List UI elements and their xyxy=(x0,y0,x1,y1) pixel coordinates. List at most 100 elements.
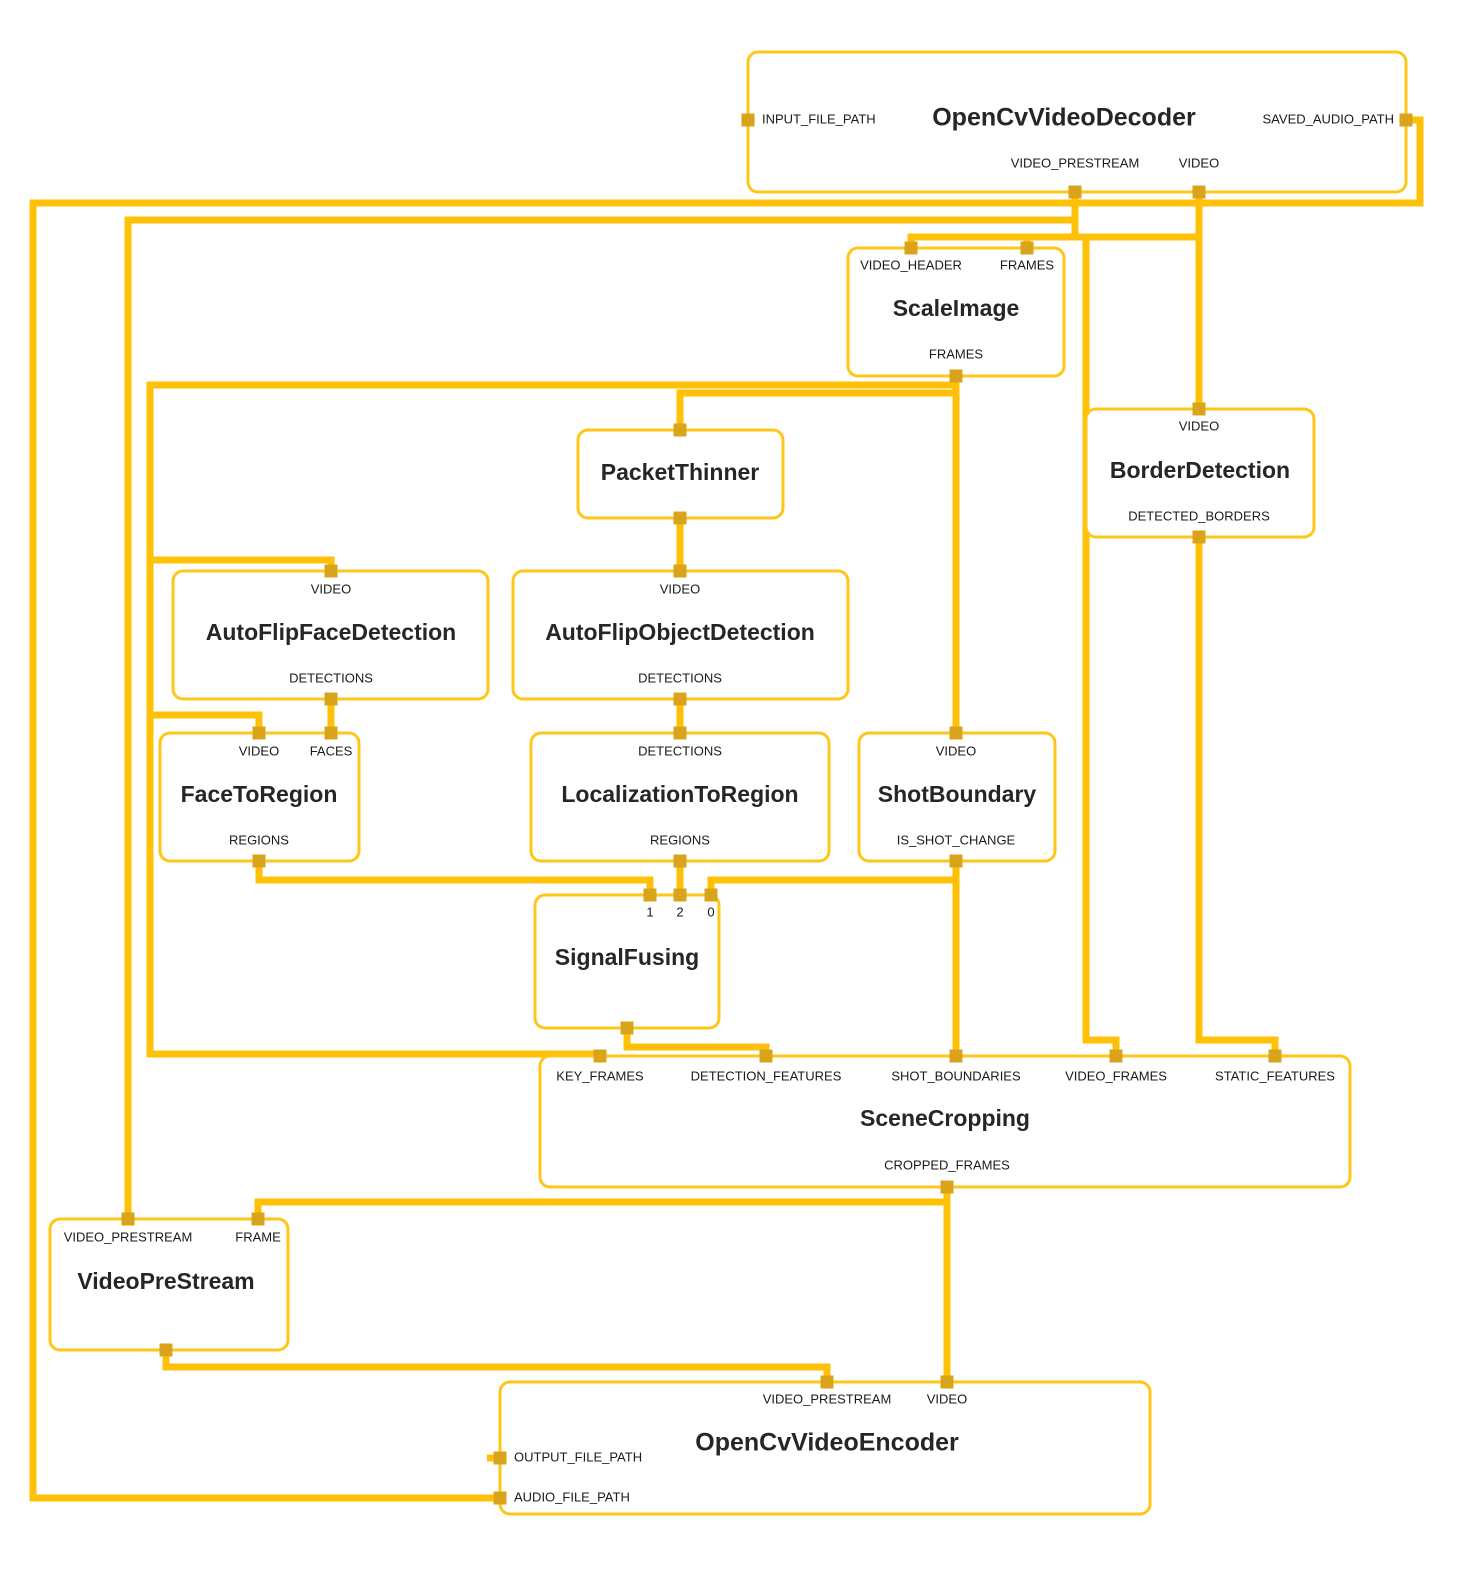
port-label-opencv-video-encoder-audio-file-path: AUDIO_FILE_PATH xyxy=(514,1489,630,1504)
port-face-to-region-faces[interactable] xyxy=(324,726,338,740)
node-title-scene-cropping: SceneCropping xyxy=(860,1105,1030,1131)
port-label-autoflip-face-detection-detections: DETECTIONS xyxy=(289,670,373,685)
port-label-scene-cropping-shot-boundaries: SHOT_BOUNDARIES xyxy=(891,1068,1021,1083)
port-label-scene-cropping-static-features: STATIC_FEATURES xyxy=(1215,1068,1335,1083)
port-label-scale-image-frames: FRAMES xyxy=(929,346,984,361)
port-scene-cropping-video-frames[interactable] xyxy=(1109,1049,1123,1063)
edge-borderdetection-to-staticfeatures[interactable] xyxy=(1195,537,1279,1056)
labels-layer: OpenCvVideoDecoder INPUT_FILE_PATH SAVED_A… xyxy=(64,104,1394,1505)
edge-facetoregion-to-signalfusing-1[interactable] xyxy=(255,861,654,895)
port-packet-thinner-output[interactable] xyxy=(673,511,687,525)
port-scene-cropping-cropped-frames[interactable] xyxy=(940,1180,954,1194)
port-label-scale-image-frames: FRAMES xyxy=(1000,257,1055,272)
edge-scaleimage-frames-to-facedet[interactable] xyxy=(150,556,335,571)
port-signal-fusing-0[interactable] xyxy=(704,888,718,902)
port-label-autoflip-object-detection-detections: DETECTIONS xyxy=(638,670,722,685)
edge-decoder-saved-audio-to-encoder-audio[interactable] xyxy=(29,116,1424,1502)
port-opencv-video-encoder-audio-file-path[interactable] xyxy=(493,1491,507,1505)
port-label-face-to-region-video: VIDEO xyxy=(239,743,279,758)
edge-videoprestream-to-encoder-prestream[interactable] xyxy=(162,1350,831,1382)
node-title-border-detection: BorderDetection xyxy=(1110,457,1290,483)
port-label-scene-cropping-key-frames: KEY_FRAMES xyxy=(556,1068,644,1083)
edge-decoder-video-to-videoframes[interactable] xyxy=(1082,233,1199,1056)
port-scale-image-video-header[interactable] xyxy=(904,241,918,255)
port-scene-cropping-static-features[interactable] xyxy=(1268,1049,1282,1063)
port-packet-thinner-input[interactable] xyxy=(673,423,687,437)
port-border-detection-detected-borders[interactable] xyxy=(1192,530,1206,544)
node-title-opencv-video-decoder: OpenCvVideoDecoder xyxy=(932,104,1196,132)
ports-layer xyxy=(121,113,1413,1505)
port-label-signal-fusing-1: 1 xyxy=(646,904,653,919)
node-title-signal-fusing: SignalFusing xyxy=(555,944,699,970)
port-label-border-detection-detected-borders: DETECTED_BORDERS xyxy=(1128,508,1270,523)
port-scale-image-frames[interactable] xyxy=(949,369,963,383)
nodes-layer xyxy=(48,50,1408,1516)
port-label-autoflip-face-detection-video: VIDEO xyxy=(311,581,351,596)
port-label-opencv-video-decoder-video: VIDEO xyxy=(1179,155,1219,170)
port-shot-boundary-is-shot-change[interactable] xyxy=(949,854,963,868)
port-opencv-video-decoder-video[interactable] xyxy=(1192,185,1206,199)
port-video-prestream-frame[interactable] xyxy=(251,1212,265,1226)
port-video-prestream-output[interactable] xyxy=(159,1343,173,1357)
port-localization-to-region-detections[interactable] xyxy=(673,726,687,740)
port-opencv-video-decoder-input-file-path[interactable] xyxy=(741,113,755,127)
port-label-signal-fusing-0: 0 xyxy=(707,904,714,919)
port-label-shot-boundary-is-shot-change: IS_SHOT_CHANGE xyxy=(897,832,1016,847)
port-label-opencv-video-decoder-saved-audio-path: SAVED_AUDIO_PATH xyxy=(1263,111,1394,126)
port-scene-cropping-shot-boundaries[interactable] xyxy=(949,1049,963,1063)
port-label-opencv-video-decoder-video-prestream: VIDEO_PRESTREAM xyxy=(1011,155,1140,170)
port-face-to-region-video[interactable] xyxy=(252,726,266,740)
port-face-to-region-regions[interactable] xyxy=(252,854,266,868)
port-autoflip-object-detection-video[interactable] xyxy=(673,564,687,578)
port-label-video-prestream-frame: FRAME xyxy=(235,1229,281,1244)
port-scene-cropping-detection-features[interactable] xyxy=(759,1049,773,1063)
port-opencv-video-decoder-video-prestream[interactable] xyxy=(1068,185,1082,199)
port-label-localization-to-region-detections: DETECTIONS xyxy=(638,743,722,758)
port-video-prestream-video-prestream[interactable] xyxy=(121,1212,135,1226)
port-label-opencv-video-encoder-video-prestream: VIDEO_PRESTREAM xyxy=(763,1391,892,1406)
port-label-opencv-video-decoder-input-file-path: INPUT_FILE_PATH xyxy=(762,111,876,126)
port-label-scene-cropping-detection-features: DETECTION_FEATURES xyxy=(691,1068,842,1083)
port-autoflip-face-detection-detections[interactable] xyxy=(324,692,338,706)
edge-decoder-prestream-to-scaleimage-header[interactable] xyxy=(907,200,1079,248)
port-autoflip-face-detection-video[interactable] xyxy=(324,564,338,578)
port-shot-boundary-video[interactable] xyxy=(949,726,963,740)
port-label-video-prestream-video-prestream: VIDEO_PRESTREAM xyxy=(64,1229,193,1244)
node-title-video-prestream: VideoPreStream xyxy=(77,1268,254,1294)
port-border-detection-video[interactable] xyxy=(1192,402,1206,416)
port-label-face-to-region-regions: REGIONS xyxy=(229,832,289,847)
edge-scaleimage-frames-to-keyframes[interactable] xyxy=(146,385,604,1058)
port-scale-image-frames[interactable] xyxy=(1020,241,1034,255)
port-opencv-video-encoder-output-file-path[interactable] xyxy=(493,1451,507,1465)
port-scene-cropping-key-frames[interactable] xyxy=(593,1049,607,1063)
port-label-shot-boundary-video: VIDEO xyxy=(936,743,976,758)
port-signal-fusing-output[interactable] xyxy=(620,1021,634,1035)
port-label-scene-cropping-video-frames: VIDEO_FRAMES xyxy=(1065,1068,1167,1083)
port-label-border-detection-video: VIDEO xyxy=(1179,418,1219,433)
port-opencv-video-decoder-saved-audio-path[interactable] xyxy=(1399,113,1413,127)
port-opencv-video-encoder-video[interactable] xyxy=(940,1375,954,1389)
port-autoflip-object-detection-detections[interactable] xyxy=(673,692,687,706)
port-label-signal-fusing-2: 2 xyxy=(676,904,683,919)
port-label-opencv-video-encoder-output-file-path: OUTPUT_FILE_PATH xyxy=(514,1449,642,1464)
node-title-packet-thinner: PacketThinner xyxy=(601,459,760,485)
port-localization-to-region-regions[interactable] xyxy=(673,854,687,868)
port-label-opencv-video-encoder-video: VIDEO xyxy=(927,1391,967,1406)
edges-layer xyxy=(29,116,1424,1502)
edge-shotboundary-to-signalfusing-0[interactable] xyxy=(707,861,960,895)
node-title-shot-boundary: ShotBoundary xyxy=(878,781,1037,807)
node-title-face-to-region: FaceToRegion xyxy=(181,781,338,807)
edge-scenecropping-to-videoprestream-frame[interactable] xyxy=(254,1187,951,1219)
port-signal-fusing-2[interactable] xyxy=(673,888,687,902)
port-opencv-video-encoder-video-prestream[interactable] xyxy=(820,1375,834,1389)
port-signal-fusing-1[interactable] xyxy=(643,888,657,902)
port-label-localization-to-region-regions: REGIONS xyxy=(650,832,710,847)
node-title-autoflip-object-detection: AutoFlipObjectDetection xyxy=(545,619,815,645)
port-label-face-to-region-faces: FACES xyxy=(310,743,353,758)
edge-signalfusing-to-detectionfeatures[interactable] xyxy=(623,1028,770,1056)
node-title-opencv-video-encoder: OpenCvVideoEncoder xyxy=(695,1429,959,1457)
port-label-scale-image-video-header: VIDEO_HEADER xyxy=(860,257,962,272)
port-label-autoflip-object-detection-video: VIDEO xyxy=(660,581,700,596)
